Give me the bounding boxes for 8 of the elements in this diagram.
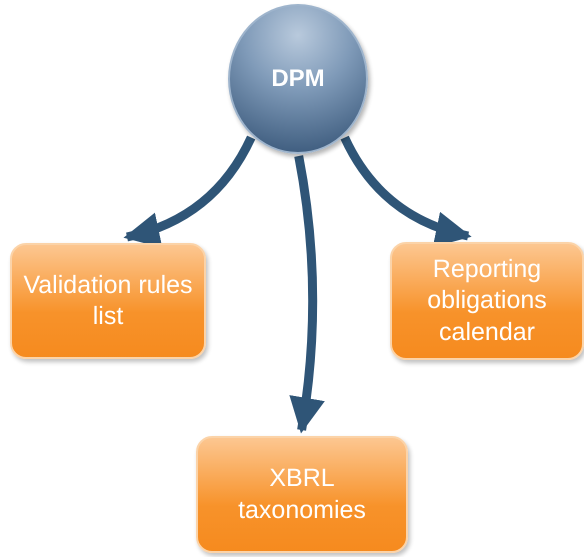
curved-arrow — [288, 155, 324, 434]
process-box — [196, 436, 408, 553]
node-label: DPM — [271, 64, 325, 94]
process-box — [390, 242, 584, 360]
node-label: Reporting obligations calendar — [426, 254, 548, 348]
process-box — [10, 243, 206, 359]
node-label: Validation rules list — [22, 270, 194, 332]
node-label: XBRL taxonomies — [237, 463, 367, 526]
